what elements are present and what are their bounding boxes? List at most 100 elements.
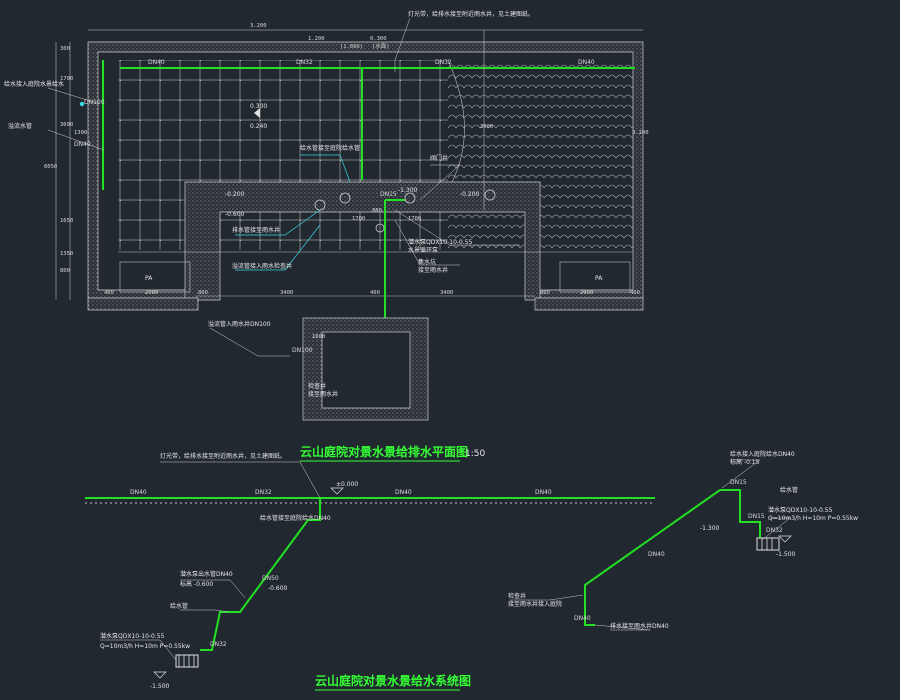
left-dim-6: 1650: [60, 218, 73, 224]
sys-annotation-e: 潜水泵QDX10-10-0.55: [100, 632, 165, 640]
elevation-marker-top: [254, 108, 260, 118]
sys-right-annotation-b: 标高 -0.15: [730, 458, 760, 466]
sys-pipe-label-2: DN32: [255, 489, 272, 496]
sys-right-pipe-4: DN40: [574, 615, 591, 622]
bottom-dim-2: 2000: [145, 290, 158, 296]
sys-leader-a: [180, 579, 246, 599]
annotation-note-2: 排水管接至雨水井: [232, 226, 280, 234]
water-edge-curve: [447, 59, 465, 191]
left-dim-4: 1300: [74, 130, 87, 136]
sys-pipe-label-1: DN40: [130, 489, 147, 496]
elev-marker-zero: [330, 487, 344, 495]
bottom-dim-3: 800: [198, 290, 208, 296]
sys-right-pipe-1: DN15: [730, 479, 747, 486]
left-dim-8: 800: [60, 268, 70, 274]
sys-right-annotation-e: Q=10m3/h H=10m P=0.55kw: [768, 515, 858, 522]
leader-note-1: [300, 154, 351, 183]
sys-left-elev-2: -1.500: [150, 683, 170, 690]
sys-leader-right-d: [594, 624, 651, 631]
left-dim-3: 3600: [60, 122, 73, 128]
leader-left-2: [47, 129, 105, 151]
plan-scale: 1:50: [465, 449, 485, 459]
sys-right-pipe-3: DN15: [748, 513, 765, 520]
annotation-valve-1: 阀门井: [430, 154, 448, 162]
plan-pipe-label-3: DN32: [435, 59, 452, 66]
sys-leader-b: [180, 609, 229, 613]
plan-pipe-label-8: DN100: [292, 347, 313, 354]
annotation-left-1: 给水接入庭院水景给水: [4, 80, 64, 88]
valve-well: [375, 223, 385, 233]
system-diagram: [85, 459, 792, 679]
mid-dim-1: 1700: [352, 216, 365, 222]
leader-valve: [419, 164, 461, 201]
sys-right-annotation-c: 给水管: [780, 486, 798, 494]
elev-marker-right-bottom: [778, 535, 792, 543]
left-dim-2: 1700: [60, 76, 73, 82]
annotation-well-2: 接至雨水井: [308, 390, 338, 398]
elev-marker-left-bottom: [153, 671, 167, 679]
sys-pipe-label-4: DN40: [535, 489, 552, 496]
bottom-dim-7: 800: [540, 290, 550, 296]
annotation-left-3: 溢流管入雨水井DN100: [208, 320, 271, 328]
sys-right-annotation-g: 接至雨水井接入庭院: [508, 600, 562, 608]
annotation-left-2: 溢流水管: [8, 122, 32, 130]
left-dim-5: 6050: [44, 164, 57, 170]
sys-right-annotation-f: 检查井: [508, 592, 526, 600]
mid-dim-3: 800: [372, 208, 382, 214]
sys-pipe-label-6: DN32: [210, 641, 227, 648]
plan-pipe-label-5: DN100: [84, 99, 105, 106]
annotation-sump-2: 接至雨水井: [418, 266, 448, 274]
top-dim-3: (1.600): [340, 44, 363, 50]
system-title: 云山庭院对景水景给水系统图: [315, 673, 471, 688]
pool-dim-1: 1000: [312, 334, 325, 340]
plan-pipe-label-2: DN32: [296, 59, 313, 66]
sys-leader-right-a: [721, 459, 761, 489]
top-dim-5: (水面): [372, 42, 390, 50]
bottom-dim-1: 400: [104, 290, 114, 296]
left-pump: [175, 654, 199, 668]
leader-left-3: [209, 327, 290, 357]
sys-leader-right-c: [510, 594, 584, 601]
right-dim-2: 3.200: [632, 130, 649, 136]
right-riser-pipe: [584, 489, 761, 626]
planter-left: [119, 261, 191, 293]
sys-pipe-label-5: DN50: [262, 575, 279, 582]
mid-dim-2: 1700: [408, 216, 421, 222]
bottom-dim-6: 3400: [440, 290, 453, 296]
plan-view: [47, 17, 644, 421]
annotation-pump-1: 潜水泵QDX10-10-0.55: [408, 238, 473, 246]
sys-annotation-b: 潜水泵出水管DN40: [180, 570, 233, 578]
plan-title: 云山庭院对景水景给排水平面图: [300, 444, 468, 459]
sys-annotation-top: 灯光带，给排水接至附近雨水井，见土建图纸。: [160, 452, 286, 460]
sys-top-elev: ±0.000: [336, 481, 358, 488]
sys-left-elev-1: -0.600: [268, 585, 288, 592]
sys-annotation-a: 给水管接至庭院给水DN40: [260, 514, 331, 522]
leader-pump: [394, 219, 460, 266]
sys-right-elev-2: -1.500: [776, 551, 796, 558]
sys-leader-top: [160, 461, 321, 499]
sys-right-pipe-5: DN32: [766, 527, 783, 534]
sys-annotation-d: 给水管: [170, 602, 188, 610]
dim-marker-left: [79, 101, 85, 107]
planter-right: [559, 261, 631, 293]
bottom-dim-8: 2000: [580, 290, 593, 296]
pa-label-right: PA: [595, 275, 603, 282]
top-dim-1: 3.200: [250, 23, 267, 29]
leader-note-2: [235, 209, 321, 236]
elev-6: -1.300: [398, 187, 418, 194]
plan-pipe-label-7: DN15: [380, 191, 397, 198]
right-pump: [756, 537, 780, 551]
bottom-dim-9: 400: [630, 290, 640, 296]
leader-top-right: [394, 17, 411, 72]
top-dim-2: 1.200: [308, 36, 325, 42]
sys-annotation-f: Q=10m3/h H=10m P=0.55kw: [100, 643, 190, 650]
pa-label-left: PA: [145, 275, 153, 282]
bottom-wall-right: [534, 297, 644, 311]
left-riser-pipe: [200, 498, 321, 651]
sys-right-elev-1: -1.300: [700, 525, 720, 532]
outlet-fixture-2: [339, 192, 351, 204]
elev-3: -0.200: [225, 191, 245, 198]
annotation-sump-1: 集水坑: [418, 258, 436, 266]
right-dim-1: 3600: [480, 124, 493, 130]
sump-pit-interior: [321, 331, 411, 409]
